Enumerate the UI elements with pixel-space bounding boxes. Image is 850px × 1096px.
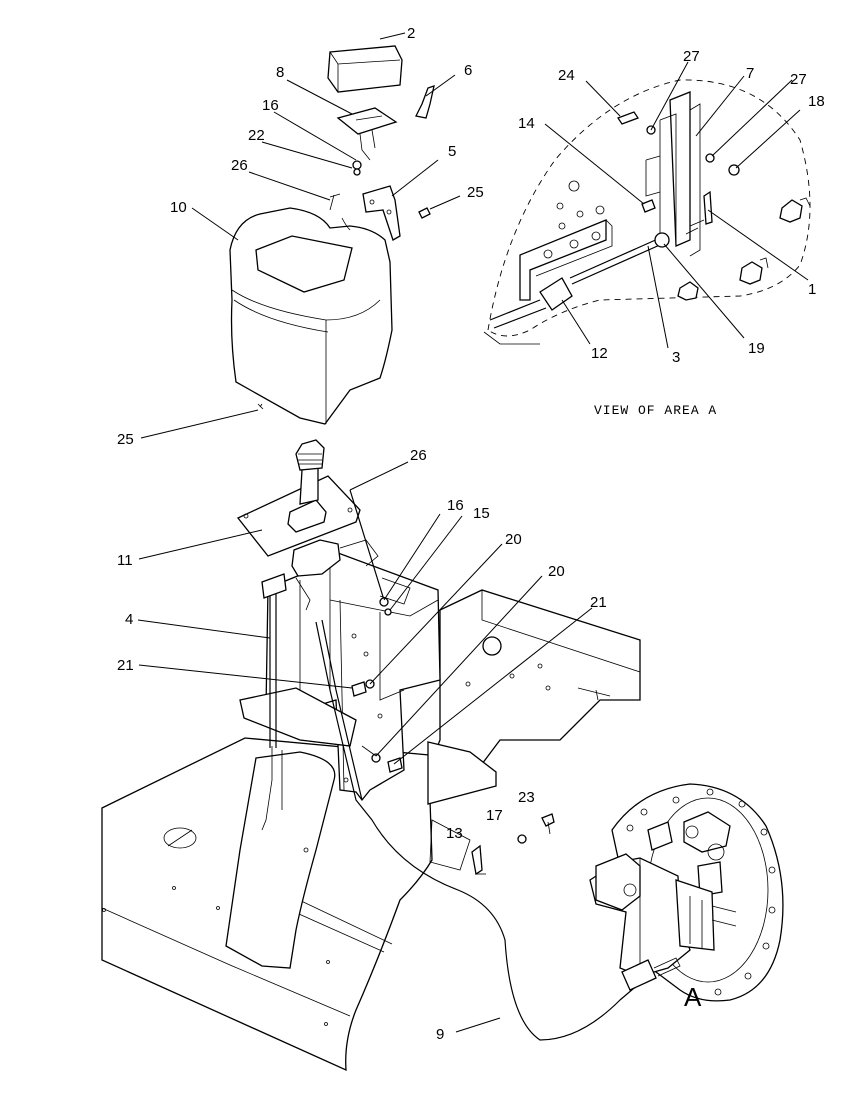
callout-15: 15 <box>473 505 490 522</box>
leader-lines <box>137 32 809 1033</box>
part-26b-screw <box>349 489 385 601</box>
part-13-clip <box>471 844 483 876</box>
callout-25b: 25 <box>117 431 134 448</box>
area-a-bracket <box>675 879 715 951</box>
part-8-plate <box>336 107 398 135</box>
callout-21: 21 <box>117 657 134 674</box>
control-cable-rod <box>315 621 647 1041</box>
part-2-pad <box>327 45 403 93</box>
callout-8: 8 <box>276 64 284 81</box>
housing-bolt-circle <box>626 788 776 996</box>
callout-27: 27 <box>683 48 700 65</box>
callout-6: 6 <box>464 62 472 79</box>
part-1-pin <box>703 190 713 225</box>
part-24-screw <box>617 111 639 125</box>
callout-12: 12 <box>591 345 608 362</box>
callout-14: 14 <box>518 115 535 132</box>
callout-10: 10 <box>170 199 187 216</box>
callout-3: 3 <box>672 349 680 366</box>
callout-17: 17 <box>486 807 503 824</box>
part-20b-washer <box>371 753 381 763</box>
part-3-rod <box>569 237 661 279</box>
part-25-screw <box>418 207 431 219</box>
part-21b-bolt <box>387 757 403 773</box>
callout-7: 7 <box>746 65 754 82</box>
callout-5: 5 <box>448 143 456 160</box>
part-26-screw <box>329 193 341 211</box>
lower-bracket-plate <box>427 741 497 805</box>
callout-27b: 27 <box>790 71 807 88</box>
callout-23: 23 <box>518 789 535 806</box>
part-22-washer <box>353 168 361 176</box>
detail-bolt-1 <box>779 199 803 223</box>
part-15-washer <box>384 608 392 616</box>
callout-20b: 20 <box>548 563 565 580</box>
callout-21b: 21 <box>590 594 607 611</box>
callout-22: 22 <box>248 127 265 144</box>
part-7-bracket <box>669 91 691 247</box>
console-cover-assembly <box>229 45 435 425</box>
callout-20: 20 <box>505 531 522 548</box>
part-12-fitting <box>539 277 573 311</box>
control-handle-stem <box>299 465 319 505</box>
console-window <box>255 235 353 293</box>
detail-plate <box>519 219 607 301</box>
part-16b-nut <box>379 597 389 607</box>
callout-4: 4 <box>125 611 133 628</box>
view-of-area-a-caption: VIEW OF AREA A <box>594 403 717 418</box>
part-5-bracket <box>362 185 401 241</box>
callout-16: 16 <box>262 97 279 114</box>
detail-bolt-3 <box>677 281 699 301</box>
part-19-clevis <box>654 232 670 248</box>
part-14-pin <box>641 199 656 213</box>
part-17-washer <box>517 834 527 844</box>
area-a-label: A <box>684 982 702 1012</box>
area-a-cable-end <box>621 959 657 991</box>
callout-24: 24 <box>558 67 575 84</box>
area-a-assembly <box>589 783 784 1002</box>
view-of-area-a <box>483 79 811 345</box>
callout-13: 13 <box>446 825 463 842</box>
rear-plug <box>482 636 502 656</box>
part-25b-screw <box>257 403 264 410</box>
callout-2: 2 <box>407 25 415 42</box>
callout-26b: 26 <box>410 447 427 464</box>
callout-11: 11 <box>117 552 133 569</box>
callout-18: 18 <box>808 93 825 110</box>
callout-25: 25 <box>467 184 484 201</box>
control-handle-knob <box>295 439 325 471</box>
callout-19: 19 <box>748 340 765 357</box>
detail-bolt-2 <box>739 261 763 285</box>
detail-view-boundary <box>487 79 811 337</box>
callout-1: 1 <box>808 281 816 298</box>
callout-16b: 16 <box>447 497 464 514</box>
accelerator-pedal <box>225 751 336 969</box>
callout-labels: 2 8 6 16 22 5 26 25 10 25 26 11 16 15 20… <box>117 25 825 1043</box>
callout-9: 9 <box>436 1026 444 1043</box>
handle-linkage <box>291 539 341 577</box>
callout-26: 26 <box>231 157 248 174</box>
part-6-lever <box>415 85 435 119</box>
part-16-nut <box>352 160 362 170</box>
part-21a-bolt <box>351 681 367 697</box>
part-23-bolt <box>541 813 555 827</box>
main-assembly <box>101 439 647 1072</box>
floor-hole <box>163 827 197 849</box>
